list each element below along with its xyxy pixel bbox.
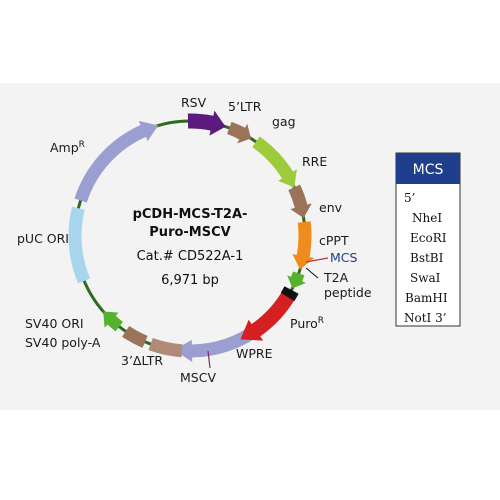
label-mscv: MSCV (180, 370, 216, 385)
sv40-ori-segment (103, 311, 123, 332)
mcs-leader-line (305, 257, 329, 263)
mcs-table: MCS 5’ NheI EcoRI BstBI SwaI BamHI NotI … (395, 152, 461, 327)
label-sv40-polya: SV40 poly-A (25, 335, 101, 350)
label-puro: PuroR (290, 316, 324, 331)
label-gag: gag (272, 114, 296, 129)
label-rsv: RSV (181, 95, 207, 110)
mscv-segment (148, 337, 183, 358)
label-t2a-line2: peptide (324, 285, 372, 300)
label-sv40-ori: SV40 ORI (25, 316, 84, 331)
mcs-table-row: NheI (412, 211, 442, 225)
label-puc-ori: pUC ORI (17, 231, 69, 246)
label-wpre: WPRE (236, 346, 273, 361)
mcs-table-row: EcoRI (410, 231, 447, 245)
catalog-number: Cat.# CD522A-1 (137, 249, 244, 264)
ltr5-segment (227, 121, 251, 144)
mcs-table-row: NotI 3’ (404, 311, 447, 325)
env-segment (292, 221, 315, 270)
ltr3-segment (122, 325, 148, 348)
label-rre: RRE (302, 154, 327, 169)
mcs-table-title: MCS (413, 162, 444, 178)
mcs-table-row: SwaI (410, 271, 441, 285)
mcs-table-header (396, 153, 460, 184)
mcs-table-row: BamHI (405, 291, 448, 305)
amp-resistance-segment (74, 120, 159, 203)
rre-segment (288, 184, 312, 219)
label-3ltr: 3’ΔLTR (121, 353, 163, 368)
mcs-table-row: BstBI (410, 251, 444, 265)
mscv-leader-line (207, 350, 211, 369)
label-mcs: MCS (330, 250, 358, 265)
wpre-segment (174, 323, 262, 363)
label-cppt: cPPT (319, 233, 349, 248)
t2a-peptide-segment (280, 286, 299, 302)
label-5ltr: 5’LTR (228, 99, 262, 114)
label-t2a-line1: T2A (323, 270, 349, 285)
label-amp: AmpR (50, 140, 85, 155)
plasmid-size: 6,971 bp (161, 273, 219, 288)
label-env: env (319, 200, 343, 215)
mcs-table-row: 5’ (404, 191, 415, 205)
t2a-leader-line (305, 267, 319, 279)
puro-resistance-segment (240, 289, 297, 341)
rsv-segment (187, 110, 226, 136)
cppt-segment (287, 271, 307, 289)
plasmid-name-line1: pCDH-MCS-T2A- (133, 207, 248, 222)
plasmid-name-line2: Puro-MSCV (149, 225, 230, 240)
puc-ori-segment (68, 206, 91, 284)
gag-segment (252, 136, 297, 188)
